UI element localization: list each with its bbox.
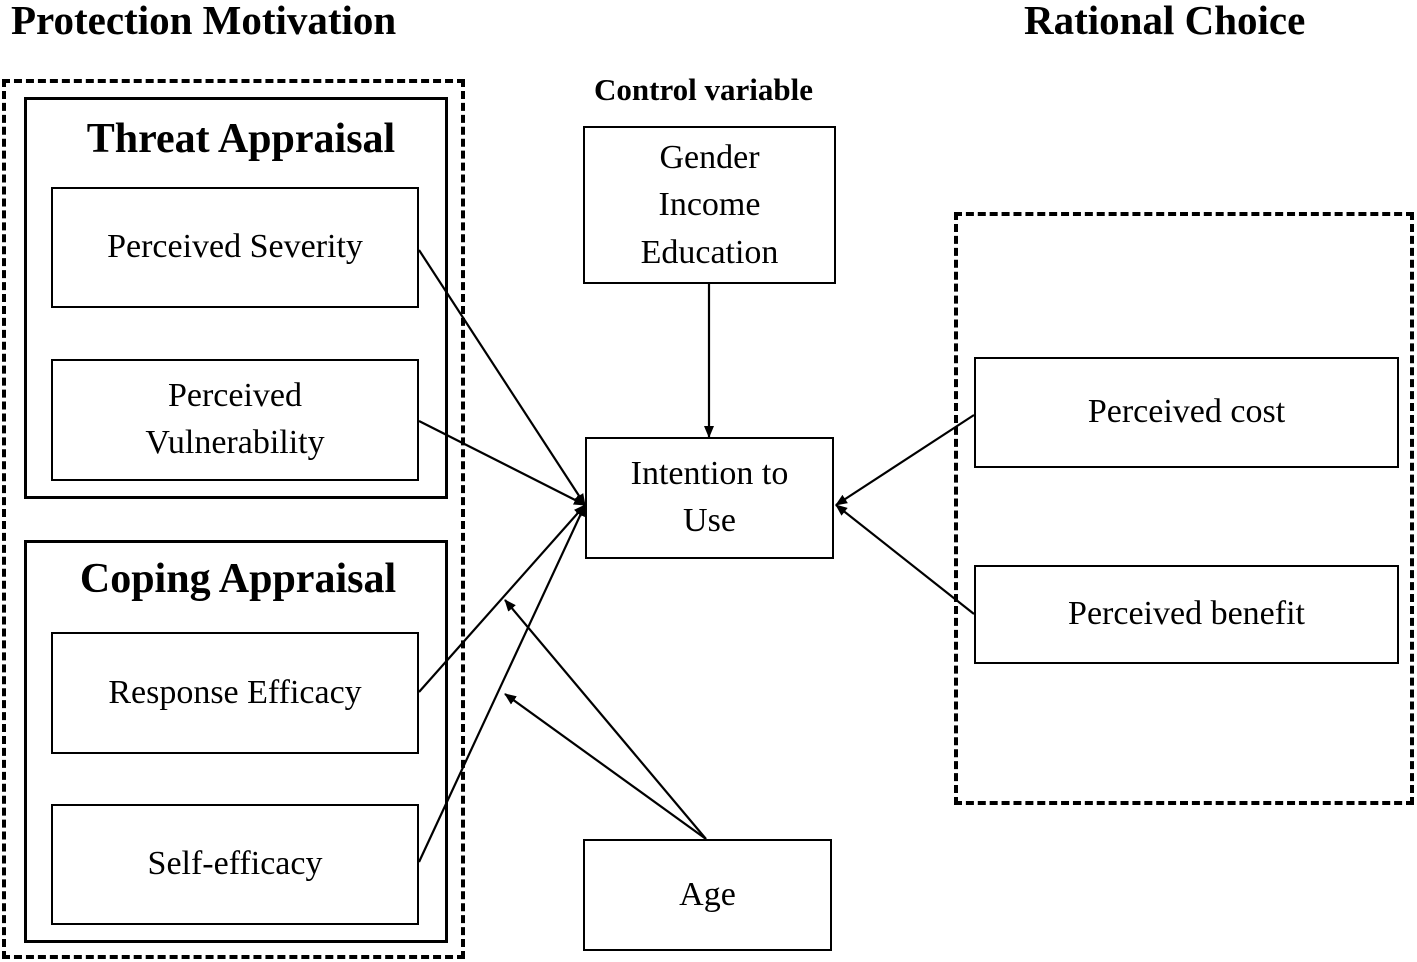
control-education-label: Education [640,233,779,271]
control-gender-label: Gender [659,138,760,176]
perceived-cost-label: Perceived cost [1087,393,1286,431]
perceived-benefit-label: Perceived benefit [1068,595,1305,633]
intention-to-use-label-line2: Use [683,502,736,539]
threat-appraisal-title: Threat Appraisal [86,116,396,162]
intention-to-use-box: Intention to Use [585,437,834,559]
arrow-age-moderation-lower [504,693,707,840]
perceived-benefit-box: Perceived benefit [974,565,1399,664]
perceived-severity-label: Perceived Severity [107,228,363,266]
perceived-vulnerability-box: Perceived Vulnerability [51,359,419,481]
age-box: Age [583,839,832,951]
response-efficacy-box: Response Efficacy [51,632,419,754]
self-efficacy-label: Self-efficacy [147,845,323,883]
perceived-vulnerability-label-line1: Perceived [167,377,303,415]
rational-choice-heading: Rational Choice [1024,0,1306,43]
age-label: Age [679,875,736,913]
control-income-label: Income [658,186,761,224]
coping-appraisal-title: Coping Appraisal [79,556,397,602]
perceived-vulnerability-label-line2: Vulnerability [145,424,325,461]
perceived-severity-box: Perceived Severity [51,187,419,308]
self-efficacy-box: Self-efficacy [51,804,419,925]
control-variable-heading: Control variable [594,72,813,107]
control-variables-box: Gender Income Education [583,126,836,284]
arrow-age-moderation-upper [504,599,707,840]
response-efficacy-label: Response Efficacy [108,673,362,711]
intention-to-use-label-line1: Intention to [630,455,789,493]
rational-choice-container [954,212,1414,805]
protection-motivation-heading: Protection Motivation [11,0,397,43]
perceived-cost-box: Perceived cost [974,357,1399,468]
